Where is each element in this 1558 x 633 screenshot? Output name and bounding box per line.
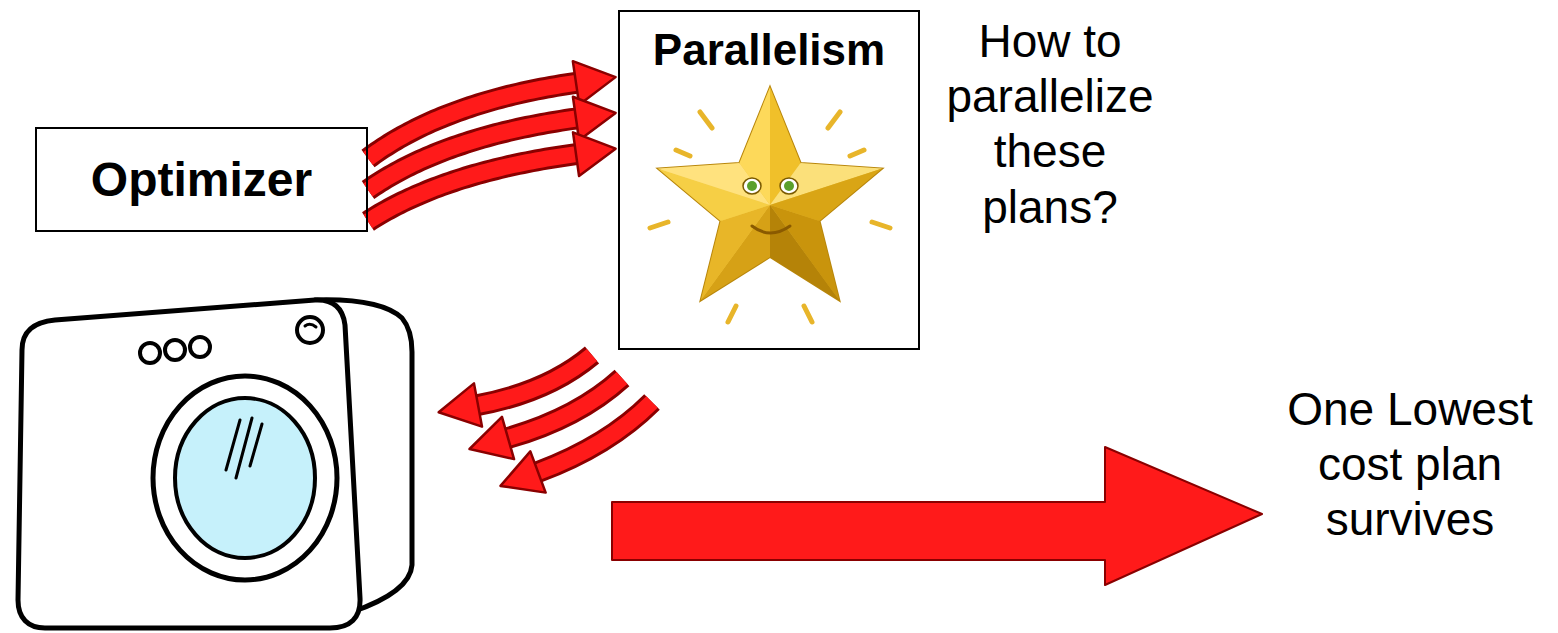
flow-arrow [368, 154, 576, 221]
star-ray [804, 306, 812, 322]
optimizer-box: Optimizer [35, 127, 368, 232]
flow-arrow-body [368, 154, 576, 221]
parallelism-box: Parallelism [618, 10, 920, 350]
star-eye [780, 178, 798, 194]
star-pupil [784, 181, 794, 191]
machine-knob [140, 343, 160, 363]
star-facet [770, 87, 801, 205]
star-ray [676, 150, 690, 156]
question-note: How to parallelize these plans? [930, 14, 1170, 235]
star-facet [701, 205, 770, 301]
star-smile [752, 226, 790, 233]
star-facet [739, 87, 770, 205]
machine-glint [226, 418, 262, 478]
star-ray [650, 222, 668, 228]
star-illustration [650, 87, 890, 322]
star-ray [850, 150, 864, 156]
machine-door [153, 376, 337, 580]
output-arrow [612, 447, 1262, 585]
star-facet [770, 205, 839, 301]
star-facet [770, 205, 839, 301]
star-face [743, 178, 798, 233]
machine-knob [190, 337, 210, 357]
star-facets [658, 87, 882, 301]
return-arrow-outline [538, 402, 652, 472]
machine-dial-mark [305, 324, 316, 327]
return-arrow [538, 402, 652, 472]
star-body [658, 87, 882, 301]
machine-window [175, 398, 315, 558]
result-note: One Lowest cost plan survives [1268, 382, 1552, 548]
machine-knob [165, 340, 185, 360]
machine-front [18, 300, 360, 628]
star-facet [701, 205, 770, 301]
washing-machine [18, 300, 412, 628]
flow-arrow-outline [368, 154, 576, 221]
node-text: Parallelism [653, 24, 885, 76]
star-pupil [747, 181, 757, 191]
node-text: Optimizer [91, 152, 312, 207]
return-arrow-outline [478, 355, 592, 405]
star-ray [828, 112, 840, 128]
star-ray [872, 222, 890, 228]
return-arrows [478, 355, 652, 472]
return-arrow [478, 355, 592, 405]
machine-dial [297, 317, 323, 343]
star-ray [728, 306, 736, 322]
star-eye [743, 178, 761, 194]
star-ray [700, 112, 712, 128]
